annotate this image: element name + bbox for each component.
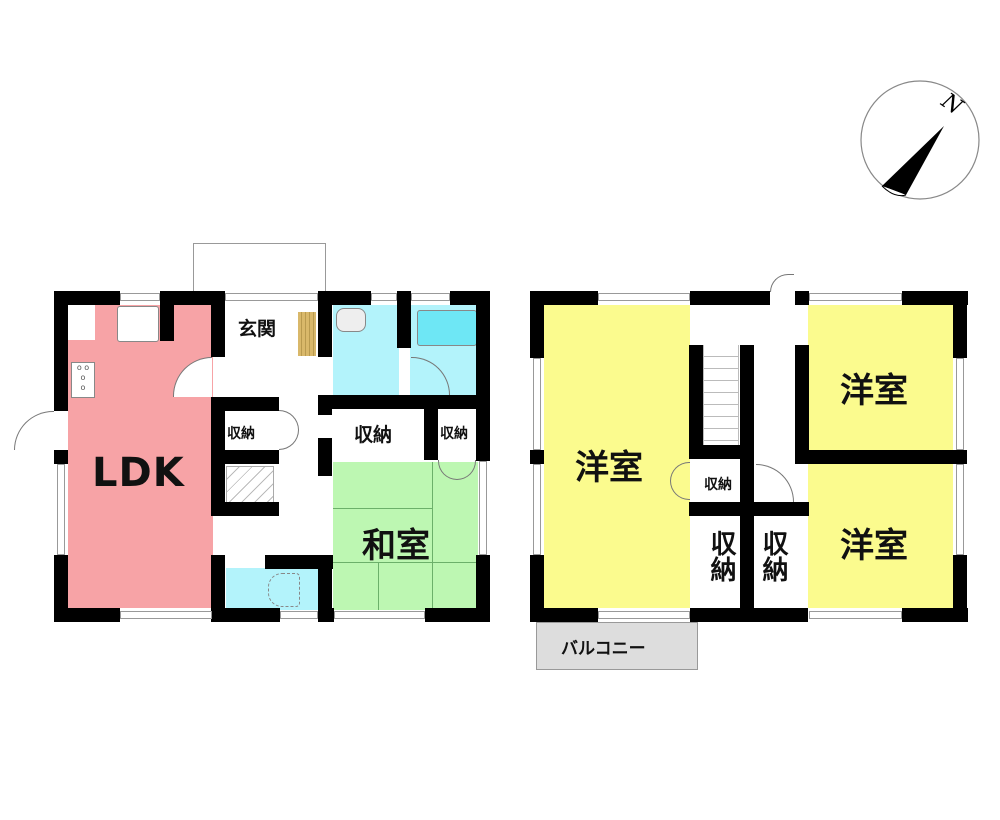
window bbox=[809, 293, 902, 301]
window bbox=[371, 293, 397, 301]
wall bbox=[689, 445, 754, 459]
wall bbox=[160, 291, 174, 341]
wall bbox=[54, 291, 120, 305]
wall bbox=[795, 291, 809, 305]
storage-south-2-label: 収納 bbox=[758, 530, 788, 582]
wall bbox=[476, 291, 490, 461]
youshitsu-west-room[interactable] bbox=[544, 305, 690, 608]
window bbox=[479, 461, 487, 555]
youshitsu-ne-room[interactable] bbox=[808, 305, 953, 450]
tatami-line bbox=[378, 562, 379, 610]
window bbox=[598, 293, 690, 301]
porch-outline bbox=[193, 243, 326, 293]
window bbox=[809, 611, 902, 619]
wall bbox=[530, 608, 598, 622]
wall bbox=[530, 555, 544, 622]
washitsu-room[interactable] bbox=[333, 462, 478, 610]
wall bbox=[690, 608, 808, 622]
window bbox=[956, 464, 964, 555]
window bbox=[956, 358, 964, 450]
wall bbox=[54, 608, 120, 622]
window bbox=[225, 293, 318, 301]
wall bbox=[265, 555, 333, 569]
wall bbox=[690, 291, 770, 305]
wall bbox=[530, 450, 544, 464]
wall bbox=[211, 450, 279, 464]
rooftop-door[interactable] bbox=[770, 274, 794, 292]
wall bbox=[318, 291, 332, 357]
storage-hall-label: 収納 bbox=[704, 477, 732, 493]
storage-washitsu-1-label: 収納 bbox=[354, 424, 393, 446]
wall bbox=[530, 291, 544, 358]
genkan-label: 玄関 bbox=[238, 318, 277, 340]
washitsu-label: 和室 bbox=[362, 526, 430, 566]
wall bbox=[318, 395, 332, 415]
window bbox=[334, 611, 425, 619]
wall bbox=[211, 291, 225, 357]
wall bbox=[795, 450, 967, 464]
window bbox=[411, 293, 450, 301]
youshitsu-west-label: 洋室 bbox=[575, 448, 643, 488]
wall bbox=[424, 395, 438, 460]
storage-south-1-label: 収納 bbox=[706, 530, 736, 582]
youshitsu-ne-label: 洋室 bbox=[840, 371, 908, 411]
tatami-line bbox=[333, 508, 433, 509]
bathtub-icon bbox=[417, 310, 477, 346]
window bbox=[57, 464, 65, 555]
wall bbox=[318, 555, 332, 622]
window bbox=[598, 611, 690, 619]
wall bbox=[320, 395, 490, 409]
balcony-label: バルコニー bbox=[561, 639, 646, 659]
wall bbox=[689, 502, 809, 516]
ldk-label: LDK bbox=[92, 450, 185, 496]
tatami-line bbox=[333, 562, 478, 563]
window bbox=[120, 293, 160, 301]
wall bbox=[160, 291, 225, 305]
north-arrow-icon bbox=[860, 80, 980, 200]
wall bbox=[476, 555, 490, 622]
staircase bbox=[226, 466, 274, 506]
wash-basin-icon bbox=[336, 308, 366, 332]
wall bbox=[902, 291, 968, 305]
compass: N bbox=[858, 78, 982, 202]
wall bbox=[953, 555, 967, 622]
window bbox=[533, 358, 541, 450]
wall bbox=[740, 345, 754, 608]
wall bbox=[953, 291, 967, 358]
wall bbox=[211, 397, 279, 411]
window bbox=[120, 611, 212, 619]
wall bbox=[795, 345, 809, 455]
youshitsu-se-label: 洋室 bbox=[840, 526, 908, 566]
balcony[interactable] bbox=[536, 622, 698, 670]
toilet-icon bbox=[268, 573, 300, 607]
wall bbox=[689, 345, 703, 457]
wall bbox=[211, 502, 279, 516]
storage-hall-label: 収納 bbox=[227, 426, 255, 442]
wall bbox=[54, 555, 68, 622]
storage-washitsu-2-label: 収納 bbox=[440, 426, 468, 442]
wall bbox=[425, 608, 490, 622]
wall bbox=[211, 555, 225, 622]
youshitsu-se-door[interactable] bbox=[756, 464, 794, 502]
wall bbox=[54, 291, 68, 411]
wall bbox=[397, 291, 411, 348]
kitchen-sink-icon bbox=[117, 306, 159, 342]
wall bbox=[318, 438, 332, 476]
youshitsu-se-room[interactable] bbox=[808, 464, 953, 608]
staircase bbox=[703, 345, 739, 445]
wall bbox=[54, 450, 68, 464]
wall bbox=[902, 608, 968, 622]
window bbox=[533, 464, 541, 555]
tatami-line bbox=[432, 462, 433, 610]
window bbox=[280, 611, 318, 619]
wall bbox=[530, 291, 598, 305]
genkan-step bbox=[298, 312, 316, 356]
wall bbox=[212, 608, 280, 622]
